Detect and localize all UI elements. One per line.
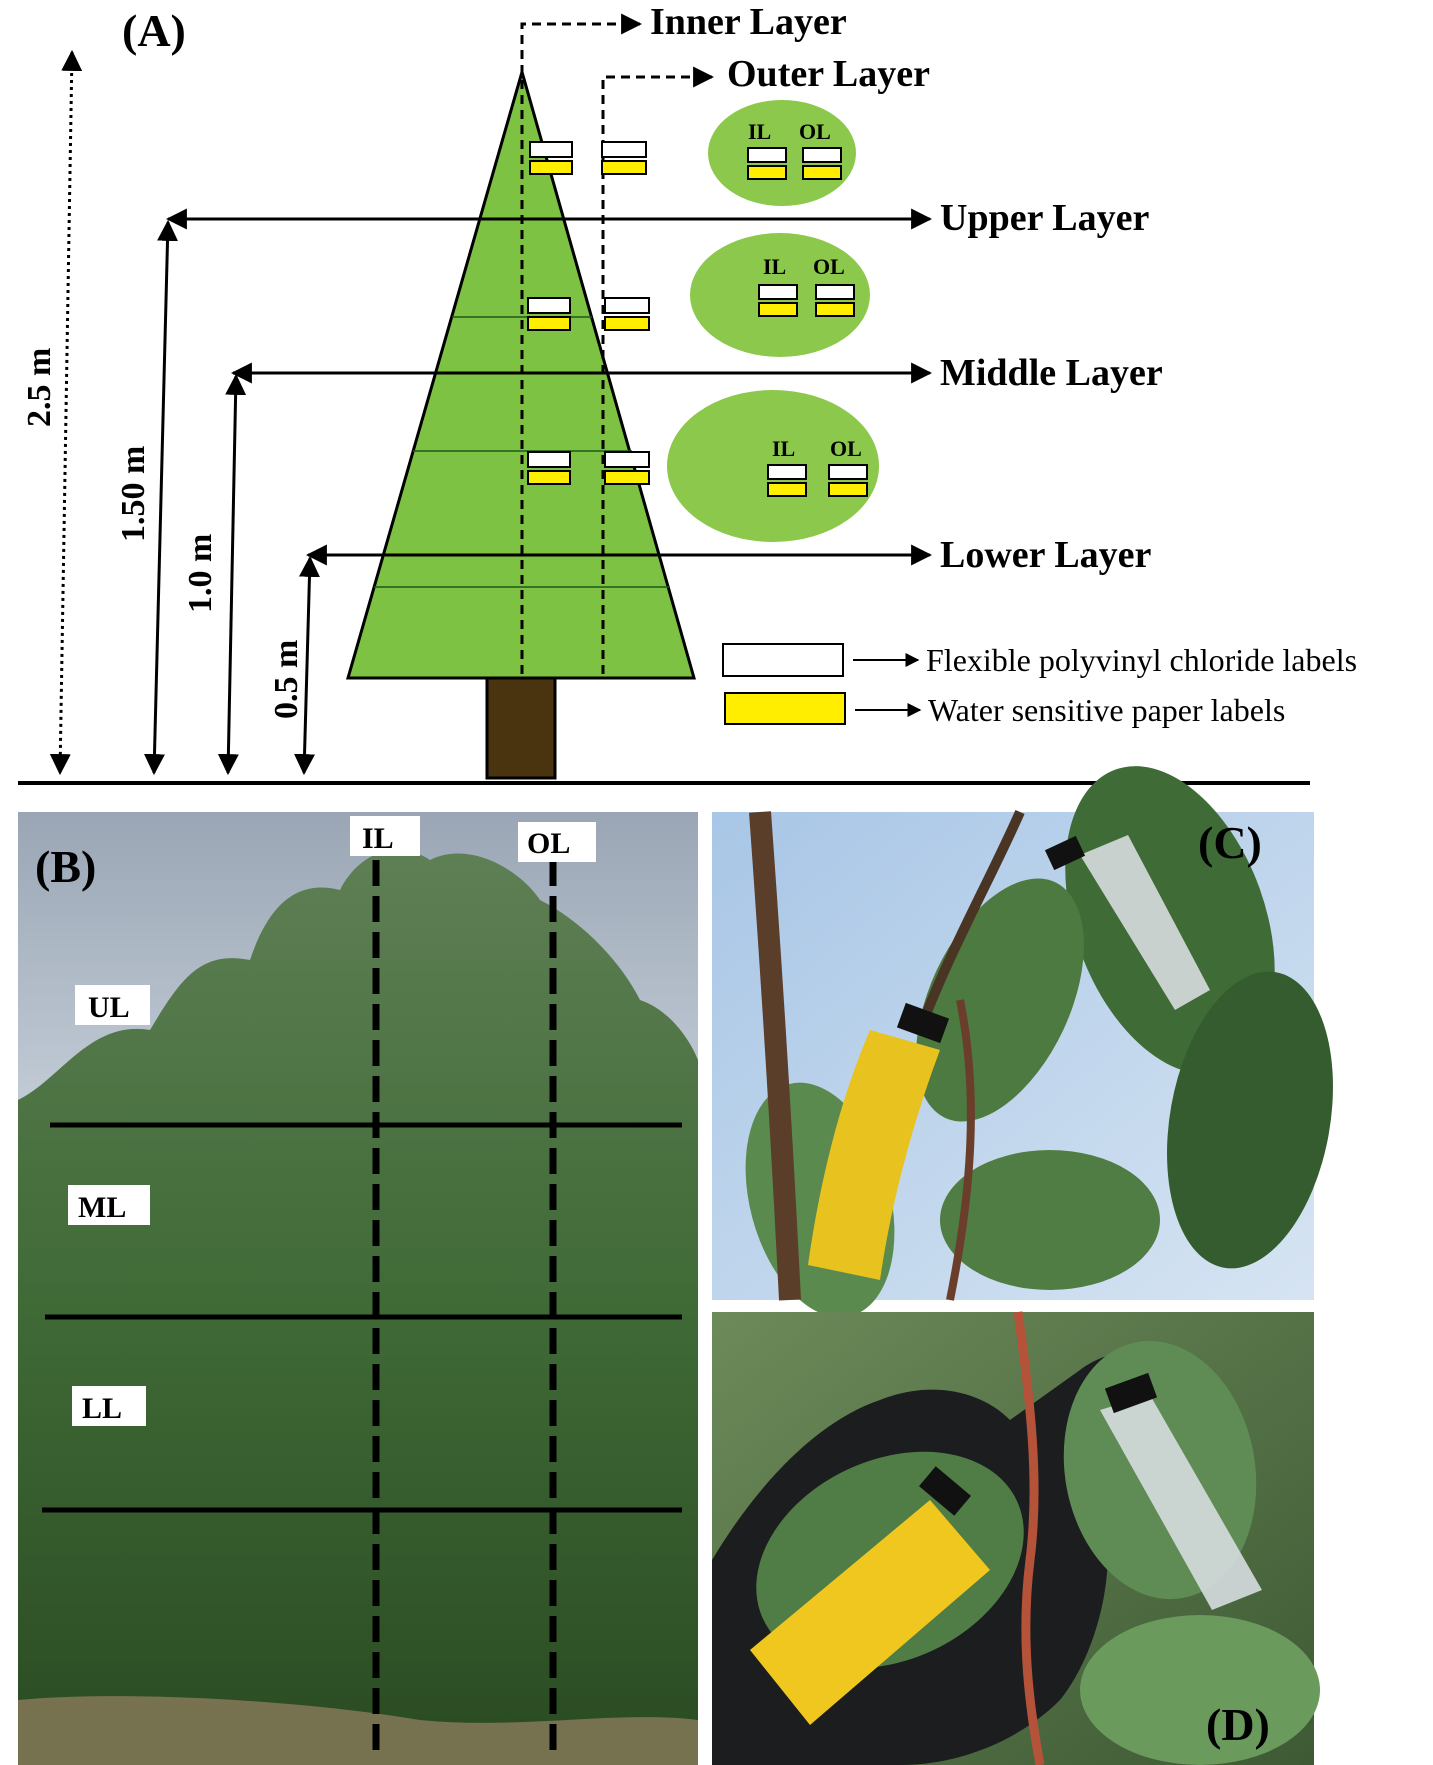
panel-c-clip: [896, 1002, 950, 1044]
panel-c-photo: (C): [712, 766, 1333, 1318]
panel-d-clip: [919, 1466, 971, 1516]
height-1-50-label: 1.50 m: [115, 446, 152, 542]
tree-labels-upper: [529, 141, 647, 175]
panel-d-photo: (D): [712, 1311, 1320, 1765]
photo-b-ml-box: [68, 1185, 150, 1225]
legend-wsp-swatch: [724, 692, 846, 725]
cs-upper-il: IL: [748, 119, 771, 144]
height-1-50-arrow: [143, 219, 179, 776]
inner-layer-line: [520, 13, 643, 674]
panel-c-clip-top: [1044, 835, 1086, 871]
panel-d-wsp-label: [750, 1500, 990, 1725]
outer-layer-line: [601, 66, 715, 674]
panel-a-letter: (A): [122, 5, 186, 56]
height-0-5-arrow: [294, 555, 320, 776]
panel-d-pvc-label: [1100, 1395, 1262, 1610]
photo-b-ul-label: UL: [88, 991, 130, 1024]
panel-c-pvc-label: [1080, 835, 1210, 1010]
cs-upper-ol: OL: [799, 119, 831, 144]
photo-b-il-label: IL: [362, 822, 394, 855]
height-1-0-label: 1.0 m: [182, 534, 219, 613]
tree-labels-middle: [527, 297, 650, 331]
cs-lower-il: IL: [772, 436, 795, 461]
middle-layer-label: Middle Layer: [940, 352, 1163, 394]
height-0-5-label: 0.5 m: [268, 640, 305, 719]
height-2-5-arrow: [49, 49, 83, 776]
cs-middle-ol: OL: [813, 254, 845, 279]
photo-b-ol-box: [518, 822, 596, 862]
panel-c-letter: (C): [1198, 817, 1262, 868]
panel-d-letter: (D): [1206, 1699, 1270, 1750]
upper-layer-label: Upper Layer: [940, 197, 1149, 239]
panel-d-clip-top: [1104, 1372, 1158, 1414]
height-1-0-arrow: [217, 373, 247, 776]
cs-lower-ol: OL: [830, 436, 862, 461]
photo-b-ml-label: ML: [78, 1191, 126, 1224]
photo-b-ll-label: LL: [82, 1392, 122, 1425]
panel-b-foliage: [18, 850, 698, 1765]
cross-section-lower: IL OL: [667, 390, 879, 542]
legend-pvc-swatch: [722, 643, 844, 677]
outer-layer-label: Outer Layer: [727, 53, 930, 95]
inner-layer-label: Inner Layer: [650, 1, 847, 43]
lower-layer-label: Lower Layer: [940, 534, 1152, 576]
photo-b-ll-box: [72, 1386, 146, 1426]
tree-trunk: [485, 676, 557, 780]
photo-b-ol-label: OL: [527, 827, 570, 860]
panel-c-wsp-label: [808, 1030, 940, 1280]
legend-wsp-label: Water sensitive paper labels: [928, 692, 1285, 728]
cross-section-upper: IL OL: [708, 100, 856, 206]
panel-a-diagram: (A) Inner Layer Outer Layer Upper Layer …: [18, 1, 1357, 785]
panel-b-photo: IL OL UL ML LL (B): [18, 812, 698, 1765]
cross-section-middle: IL OL: [690, 233, 870, 357]
height-2-5-label: 2.5 m: [21, 348, 58, 427]
panel-b-ground: [18, 1696, 698, 1765]
legend: Flexible polyvinyl chloride labels Water…: [722, 642, 1357, 728]
photo-b-il-box: [350, 816, 420, 856]
cs-middle-il: IL: [763, 254, 786, 279]
tree-labels-lower: [527, 451, 650, 485]
legend-pvc-label: Flexible polyvinyl chloride labels: [926, 642, 1357, 678]
panel-b-letter: (B): [35, 841, 96, 892]
photo-b-ul-box: [75, 985, 150, 1025]
